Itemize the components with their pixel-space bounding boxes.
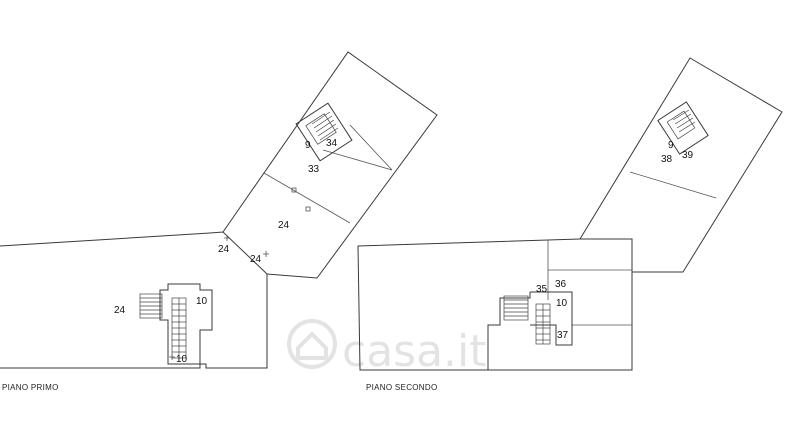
primo-wing-partition-upper <box>263 172 351 224</box>
primo-mark-2 <box>263 251 269 257</box>
secondo-wing-partition <box>629 171 717 199</box>
primo-room-label: 24 <box>218 244 230 255</box>
floor-plan-primo: 24 10 10 24 24 24 33 9 34 PIANO PRIMO <box>0 51 438 392</box>
secondo-room-label: 38 <box>661 154 673 165</box>
secondo-room-label: 9 <box>668 140 674 151</box>
primo-wing-door-2 <box>305 206 311 212</box>
secondo-room-label: 35 <box>536 284 548 295</box>
primo-room-label: 9 <box>305 140 311 151</box>
secondo-room-label: 39 <box>682 150 694 161</box>
primo-wing-partition-mid <box>349 124 393 171</box>
primo-room-label: 24 <box>114 305 126 316</box>
primo-main-outline <box>0 231 268 369</box>
primo-wing-door-1 <box>291 187 297 193</box>
watermark-text: casa.it <box>342 326 487 377</box>
primo-stair-core <box>139 283 213 365</box>
primo-room-label: 34 <box>326 138 338 149</box>
primo-wing-outline <box>222 51 438 279</box>
primo-mark-3 <box>169 354 175 360</box>
secondo-wing-stairwell <box>657 101 709 155</box>
primo-wing-stairwell <box>295 102 353 162</box>
house-logo-icon <box>287 319 337 369</box>
secondo-room-label: 10 <box>556 298 568 309</box>
secondo-room-label: 36 <box>555 279 567 290</box>
primo-room-label: 24 <box>278 220 290 231</box>
floor-title-secondo: PIANO SECONDO <box>366 383 437 392</box>
secondo-wing-outline <box>579 57 783 273</box>
primo-room-label: 24 <box>250 254 262 265</box>
secondo-room-label: 37 <box>557 330 569 341</box>
primo-room-label: 33 <box>308 164 320 175</box>
floor-title-primo: PIANO PRIMO <box>2 383 59 392</box>
primo-wing-partition-lower <box>322 149 393 171</box>
floor-plan-secondo: 35 36 10 37 9 38 39 PIANO SECONDO <box>357 57 783 392</box>
primo-mark-1 <box>224 235 230 241</box>
secondo-stair-core <box>487 291 573 370</box>
primo-room-label: 10 <box>196 296 208 307</box>
watermark: casa.it <box>287 319 487 377</box>
primo-room-label: 10 <box>176 354 188 365</box>
